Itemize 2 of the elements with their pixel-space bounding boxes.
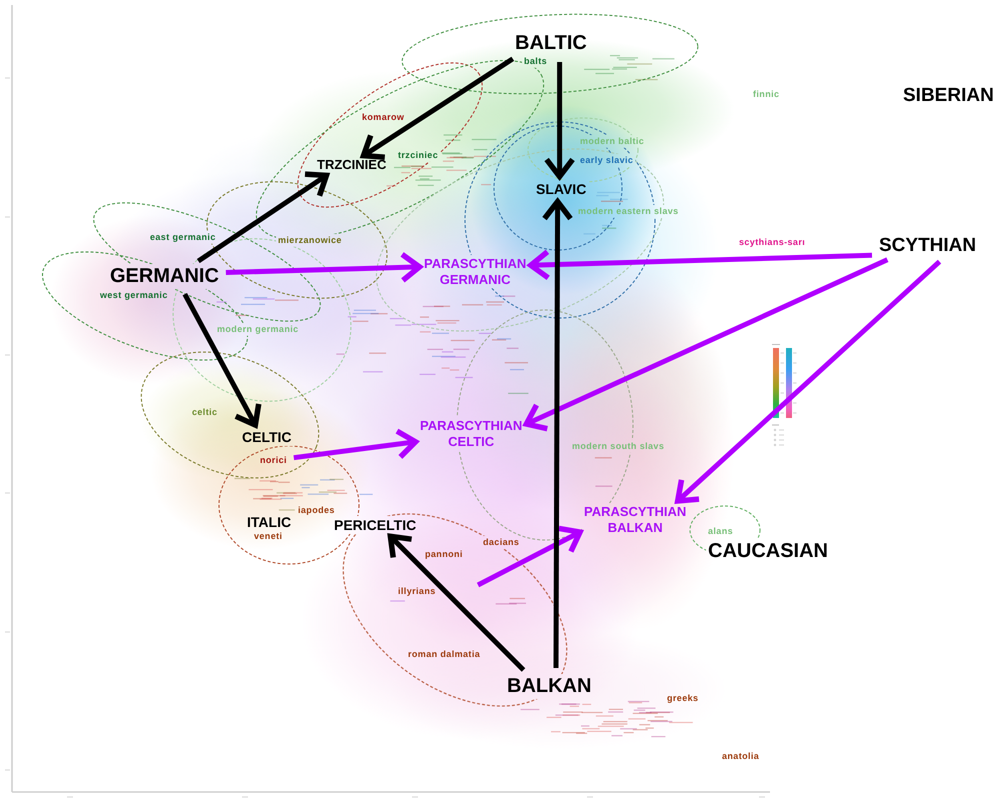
group-label: SIBERIAN [903, 85, 994, 107]
group-label: SCYTHIAN [879, 235, 976, 257]
